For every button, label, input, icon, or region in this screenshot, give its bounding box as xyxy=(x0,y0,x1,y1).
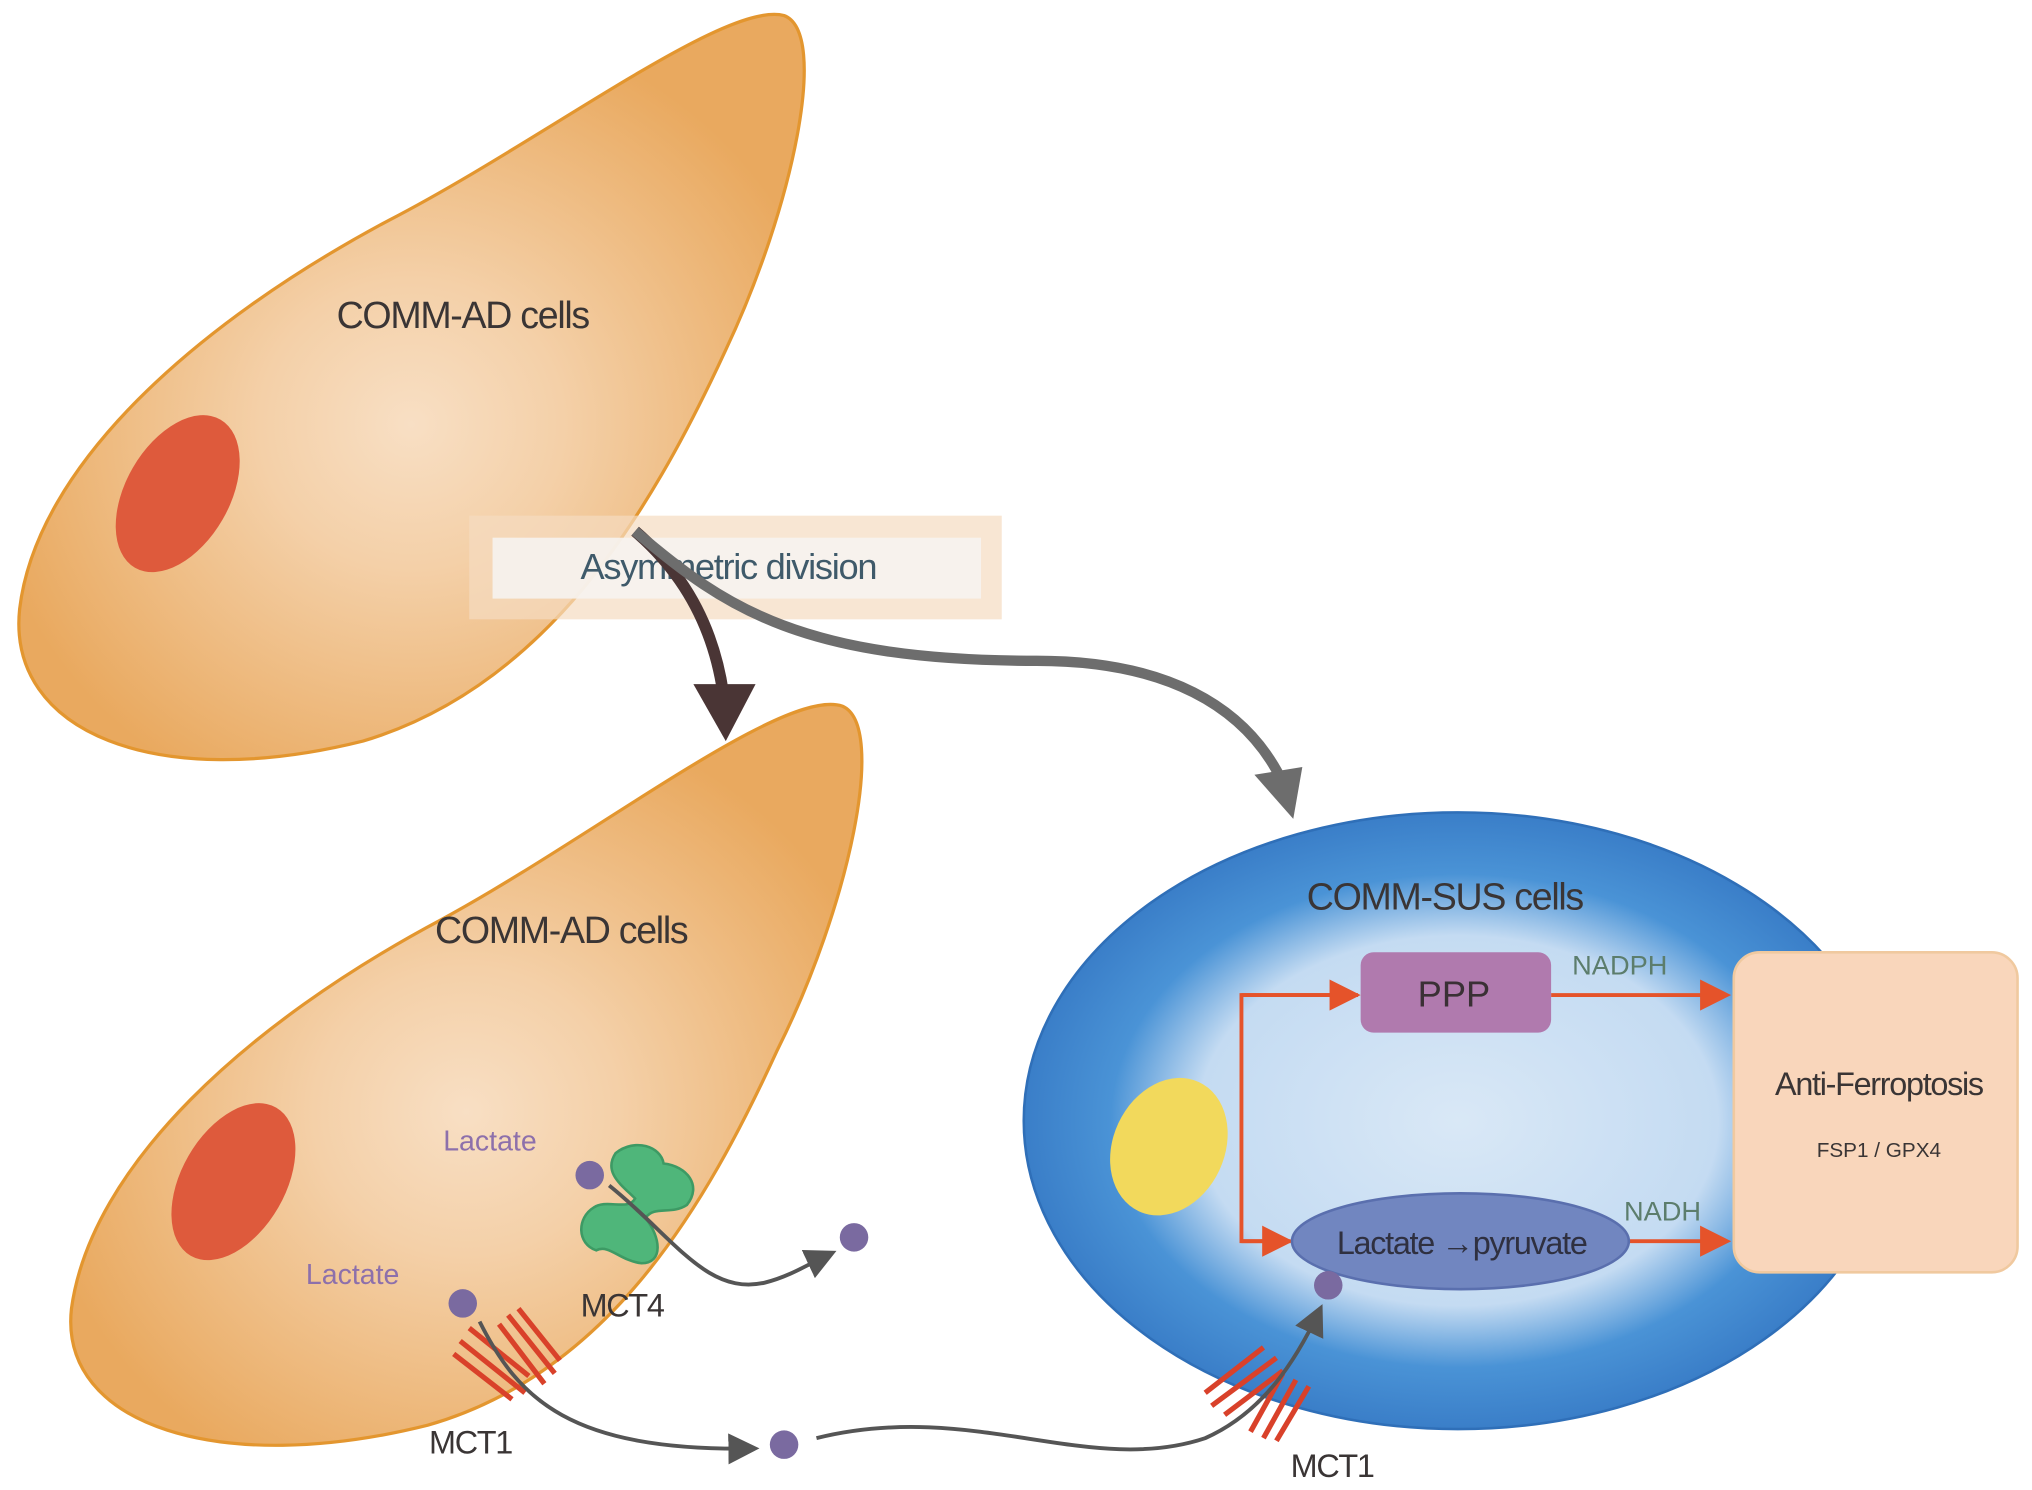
lactate-molecule-icon xyxy=(448,1289,478,1318)
division-label: Asymmetric division xyxy=(580,546,876,587)
lactate-label: Lactate xyxy=(443,1126,537,1158)
fsp1-gpx4-label: FSP1 / GPX4 xyxy=(1817,1139,1941,1162)
nucleus xyxy=(171,1103,296,1261)
nucleus xyxy=(115,415,240,573)
top-comm-ad-cell: COMM-AD cells xyxy=(17,12,806,762)
arrow-head-icon xyxy=(693,684,756,742)
lactate-pyruvate-label: Lactate →pyruvate xyxy=(1337,1225,1587,1261)
mct1-transporter-icon xyxy=(452,1306,562,1402)
top-cell-label: COMM-AD cells xyxy=(337,294,590,336)
arrow-to-sus-cell xyxy=(631,527,1285,780)
bottom-cell-label: COMM-AD cells xyxy=(435,909,688,951)
lactate-label: Lactate xyxy=(306,1259,400,1291)
lactate-molecules xyxy=(448,1160,1343,1459)
arrow-head-icon xyxy=(1254,767,1303,819)
bottom-comm-ad-cell: COMM-AD cells Lactate Lactate MCT4 MCT1 xyxy=(69,702,864,1461)
lactate-molecule-icon xyxy=(769,1430,799,1459)
lactate-pyruvate-enzyme xyxy=(1290,1192,1631,1291)
mct1-export-arrow xyxy=(477,1320,760,1465)
lactate-molecule-icon xyxy=(1314,1271,1343,1300)
mct4-export-arrow xyxy=(607,1184,837,1287)
lactate-molecule-icon xyxy=(839,1223,869,1252)
lactate-molecule-icon xyxy=(575,1160,604,1190)
anti-ferroptosis-label: Anti-Ferroptosis xyxy=(1775,1066,1984,1102)
mct4-transporter-icon xyxy=(580,1143,695,1265)
pathway-arrows xyxy=(1239,979,1732,1257)
ppp-label: PPP xyxy=(1418,974,1491,1015)
mct1-label: MCT1 xyxy=(1291,1448,1374,1484)
ppp-box xyxy=(1360,952,1552,1033)
sus-cell-label: COMM-SUS cells xyxy=(1307,876,1584,918)
mct4-label: MCT4 xyxy=(581,1287,665,1323)
nadph-label: NADPH xyxy=(1572,949,1667,980)
nadh-label: NADH xyxy=(1624,1196,1701,1227)
mct1-import-arrow xyxy=(815,1304,1324,1452)
mct1-label: MCT1 xyxy=(429,1425,512,1461)
anti-ferroptosis-box: Anti-Ferroptosis FSP1 / GPX4 xyxy=(1732,951,2019,1274)
sus-nucleus xyxy=(1110,1077,1228,1216)
